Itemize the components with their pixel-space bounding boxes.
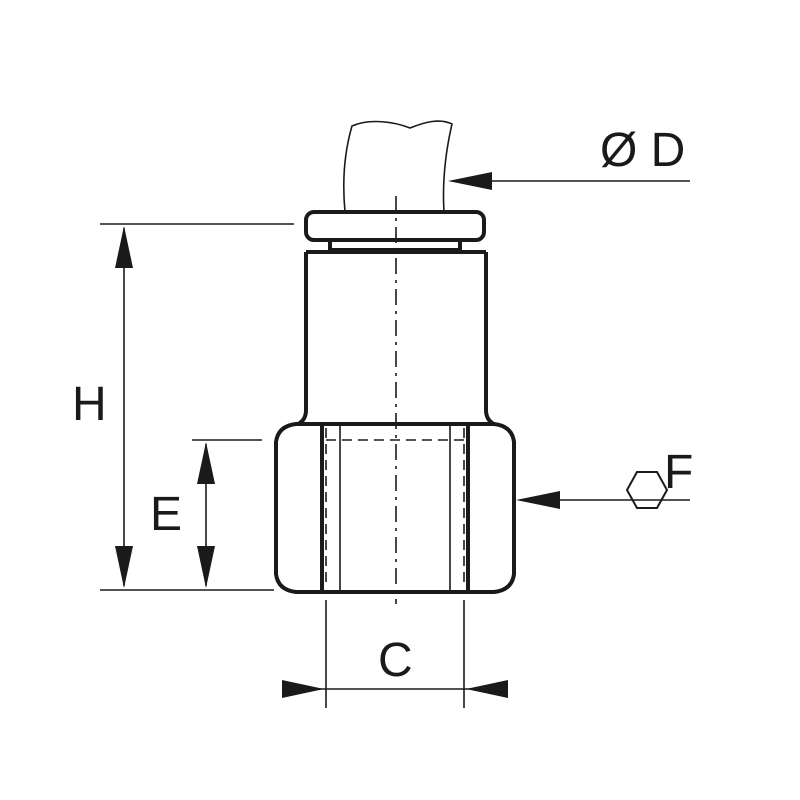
label-h: H (72, 378, 107, 431)
dimension-h (100, 223, 294, 591)
hex-nut (274, 422, 516, 594)
dimension-c (282, 600, 508, 708)
label-c: C (378, 634, 413, 687)
label-f: F (664, 446, 693, 499)
internal-thread-hidden-lines (325, 428, 465, 588)
dimension-e (192, 439, 262, 588)
hexagon-icon (625, 471, 669, 509)
label-d: Ø D (600, 124, 685, 177)
tube (343, 120, 453, 213)
body-cylinder (297, 250, 495, 426)
collet-ring (304, 210, 486, 252)
dimension-d (448, 172, 690, 190)
label-e: E (150, 488, 182, 541)
